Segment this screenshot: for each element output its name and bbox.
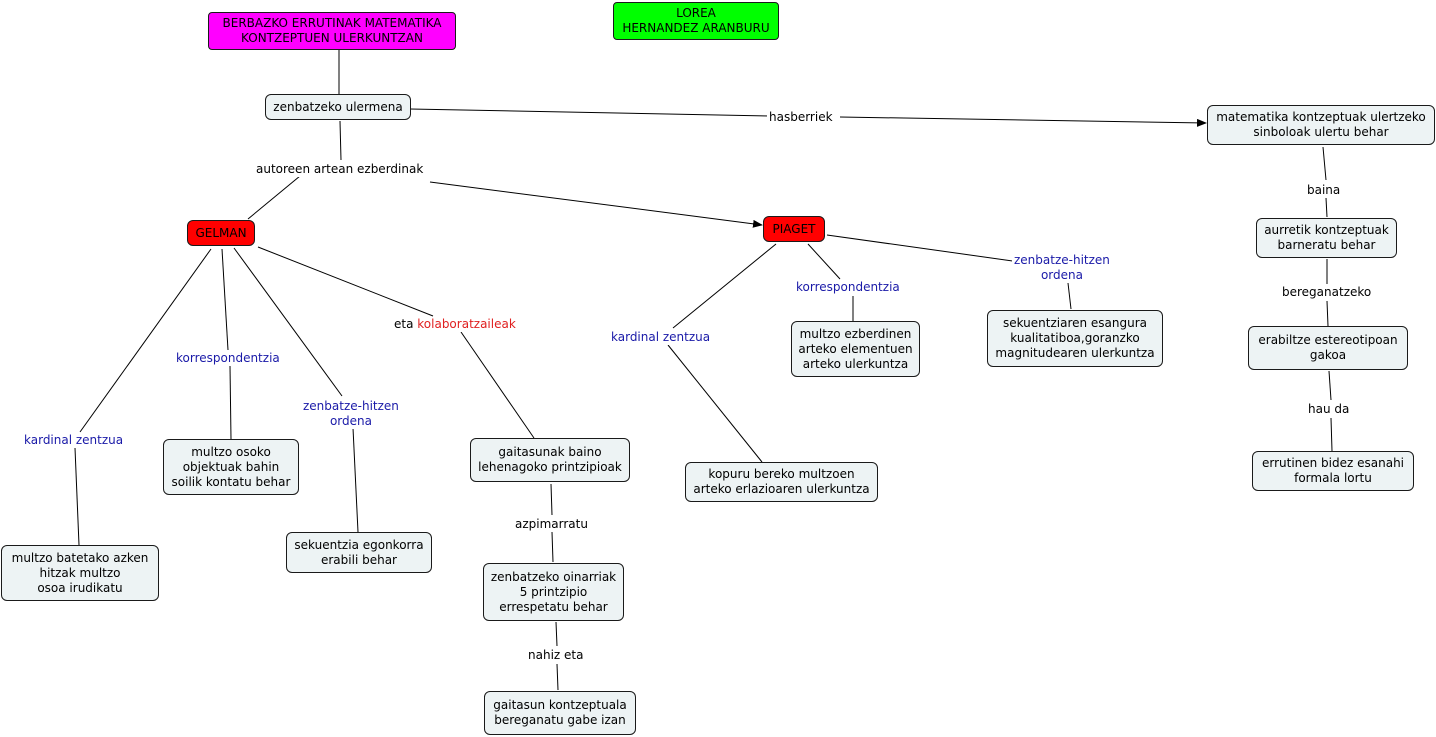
gelman-node[interactable]: GELMAN xyxy=(187,220,255,246)
gaitasun-kontzeptuala-node[interactable]: gaitasun kontzeptuala bereganatu gabe iz… xyxy=(484,691,636,735)
erabiltze-estereotipoan-node[interactable]: erabiltze estereotipoan gakoa xyxy=(1248,326,1408,370)
sekuentzia-egonkorra-node[interactable]: sekuentzia egonkorra erabili behar xyxy=(286,532,432,573)
kardinal-zentzua-piaget-label: kardinal zentzua xyxy=(609,330,713,345)
errutinen-bidez-node[interactable]: errutinen bidez esanahi formala lortu xyxy=(1252,451,1414,491)
azpimarratu-label: azpimarratu xyxy=(513,517,590,532)
title-node[interactable]: BERBAZKO ERRUTINAK MATEMATIKA KONTZEPTUE… xyxy=(208,12,456,50)
eta-text: eta xyxy=(394,317,418,331)
baina-label: baina xyxy=(1305,183,1343,198)
eta-kolaboratzaileak-label: eta kolaboratzaileak xyxy=(392,317,518,332)
hau-da-label: hau da xyxy=(1306,402,1352,417)
hasberriek-label: hasberriek xyxy=(767,110,835,125)
autoreen-artean-label: autoreen artean ezberdinak xyxy=(254,162,426,177)
multzo-batetako-node[interactable]: multzo batetako azken hitzak multzo osoa… xyxy=(1,545,159,601)
sekuentziaren-esangura-node[interactable]: sekuentziaren esangura kualitatiboa,gora… xyxy=(987,310,1163,367)
multzo-osoko-node[interactable]: multzo osoko objektuak bahin soilik kont… xyxy=(163,439,299,495)
author-node[interactable]: LOREA HERNANDEZ ARANBURU xyxy=(613,2,779,40)
kolaboratzaileak-text: kolaboratzaileak xyxy=(417,317,516,331)
matematika-kontzeptuak-node[interactable]: matematika kontzeptuak ulertzeko sinbolo… xyxy=(1207,105,1435,145)
zenbatzeko-ulermena-node[interactable]: zenbatzeko ulermena xyxy=(265,94,411,120)
bereganatzeko-label: bereganatzeko xyxy=(1280,285,1374,300)
nahiz-eta-label: nahiz eta xyxy=(526,648,586,663)
aurretik-kontzeptuak-node[interactable]: aurretik kontzeptuak barneratu behar xyxy=(1256,218,1397,258)
zenbatzeko-oinarriak-node[interactable]: zenbatzeko oinarriak 5 printzipio erresp… xyxy=(483,563,624,621)
piaget-node[interactable]: PIAGET xyxy=(763,216,825,242)
zenbatze-hitzen-piaget-label: zenbatze-hitzen ordena xyxy=(1012,253,1112,283)
multzo-ezberdinen-node[interactable]: multzo ezberdinen arteko elementuen arte… xyxy=(791,321,920,377)
zenbatze-hitzen-gelman-label: zenbatze-hitzen ordena xyxy=(301,399,401,429)
kardinal-zentzua-gelman-label: kardinal zentzua xyxy=(22,433,126,448)
kopuru-bereko-node[interactable]: kopuru bereko multzoen arteko erlazioare… xyxy=(685,462,878,502)
korrespondentzia-gelman-label: korrespondentzia xyxy=(174,351,282,366)
gaitasunak-baino-node[interactable]: gaitasunak baino lehenagoko printzipioak xyxy=(470,438,630,482)
korrespondentzia-piaget-label: korrespondentzia xyxy=(794,280,902,295)
